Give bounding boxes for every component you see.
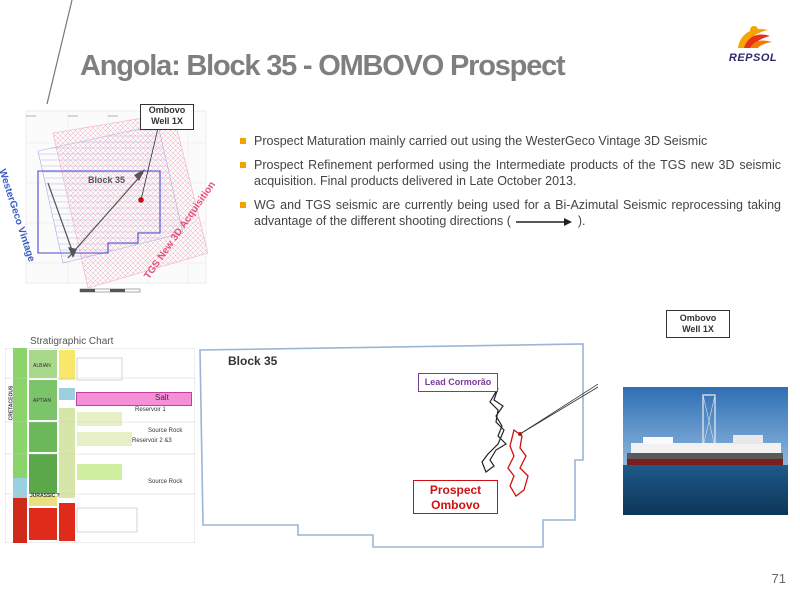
bullet-item: WG and TGS seismic are currently being u…	[238, 197, 781, 229]
repsol-wordmark: REPSOL	[728, 52, 778, 64]
bullet-item: Prospect Maturation mainly carried out u…	[238, 133, 781, 149]
bullet-text: Prospect Maturation mainly carried out u…	[254, 134, 708, 148]
svg-text:000000: 000000	[68, 114, 78, 118]
block35-map	[199, 343, 598, 548]
age-label-jurassic: JURASSIC ?	[30, 493, 60, 499]
prospect-line1: Prospect	[429, 483, 482, 497]
seismic-survey-map: 000000000000000000000000	[25, 110, 209, 293]
survey-well-callout: Ombovo Well 1X	[140, 104, 194, 130]
svg-text:000000: 000000	[108, 114, 118, 118]
bullet-text-before: WG and TGS seismic are currently being u…	[254, 198, 781, 228]
source-rock-label: Source Rock	[148, 479, 183, 485]
survey-block-label: Block 35	[88, 175, 126, 185]
block35-label: Block 35	[228, 354, 278, 368]
bullet-square-icon	[240, 202, 246, 208]
strat-chart-title: Stratigraphic Chart	[30, 336, 114, 347]
well-callout-line1: Ombovo	[679, 313, 717, 323]
repsol-flame-icon	[738, 26, 772, 48]
prospect-line2: Ombovo	[431, 498, 480, 512]
bullet-item: Prospect Refinement performed using the …	[238, 157, 781, 189]
salt-layer: Salt	[76, 392, 192, 406]
bullet-text: Prospect Refinement performed using the …	[254, 158, 781, 188]
svg-text:000000: 000000	[26, 114, 36, 118]
well-callout-line2: Well 1X	[682, 324, 714, 334]
prospect-ombovo-label: Prospect Ombovo	[413, 480, 498, 514]
decorative-slant-line	[46, 0, 73, 105]
source-rock-label: Source Rock	[148, 428, 183, 434]
salt-label: Salt	[155, 393, 169, 402]
formation-label-albian: ALBIAN	[33, 363, 51, 369]
repsol-logo: REPSOL	[718, 12, 788, 68]
stratigraphic-chart	[5, 348, 195, 543]
page-title: Angola: Block 35 - OMBOVO Prospect	[80, 50, 566, 82]
formation-label-aptian: APTIAN	[33, 398, 52, 404]
survey-callout-line2: Well 1X	[151, 116, 183, 126]
right-arrow-icon	[516, 217, 573, 226]
reservoir-23-label: Reservoir 2 &3	[132, 438, 172, 444]
drillship-photo	[623, 387, 788, 515]
lead-cormorao-label: Lead Cormorão	[418, 373, 498, 392]
bullet-list: Prospect Maturation mainly carried out u…	[238, 133, 781, 237]
bullet-square-icon	[240, 162, 246, 168]
reservoir-1-label: Reservoir 1	[135, 407, 166, 413]
bullet-square-icon	[240, 138, 246, 144]
age-label-cretaceous: CRETACEOUS	[8, 385, 15, 421]
bullet-text-after: ).	[577, 214, 586, 228]
well-callout: Ombovo Well 1X	[666, 310, 730, 338]
survey-callout-line1: Ombovo	[148, 105, 186, 115]
page-number: 71	[771, 571, 786, 586]
